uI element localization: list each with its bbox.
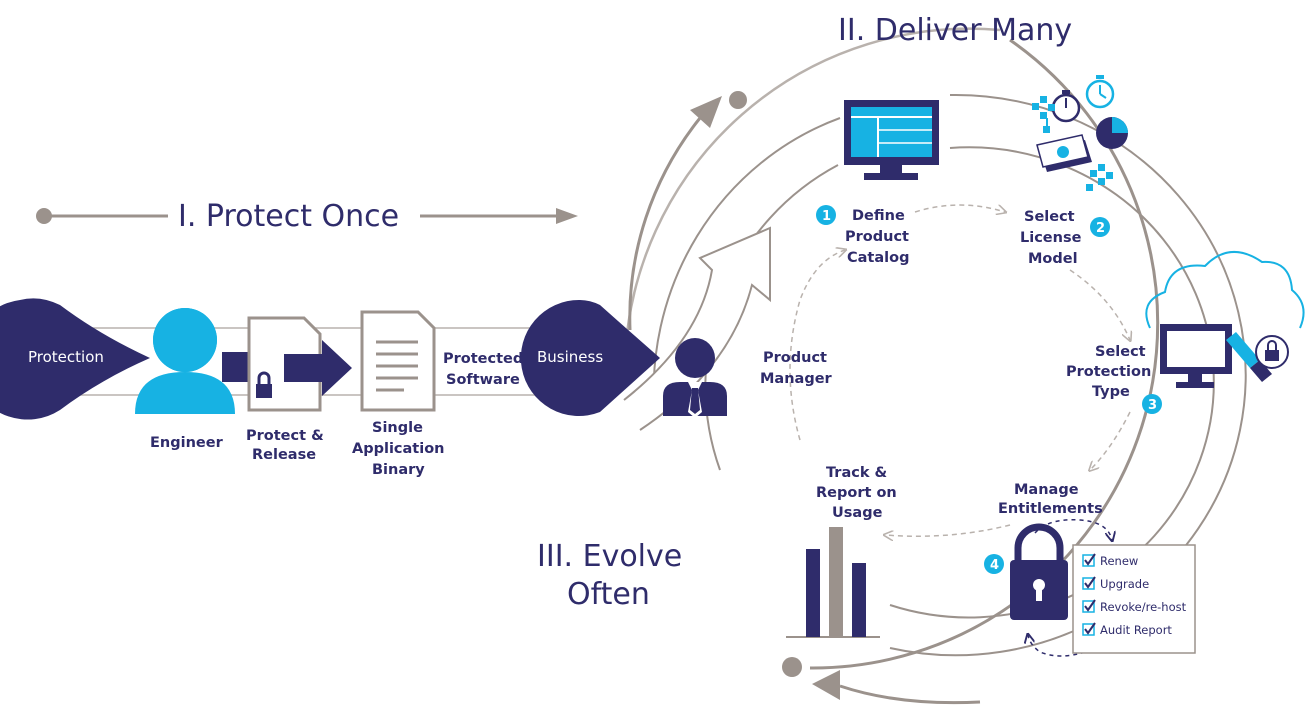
bar-chart-icon [786,527,880,638]
timer-icon [1051,90,1081,123]
dashed-arrow-4-track [885,524,1011,536]
flow-block [222,352,250,382]
step-3-number: 3 [1148,398,1157,413]
step-1-badge [816,205,836,225]
dashed-arrow-2-3 [1069,269,1130,340]
step-3-label-1: Select [1095,344,1146,360]
track-label-2: Report on [816,485,897,501]
outer-ring-left [623,27,1001,361]
checklist-label-revoke: Revoke/re-host [1100,600,1187,614]
product-manager-label-2: Manager [760,371,833,387]
step-2-number: 2 [1096,221,1105,236]
left-flow: Protection Engineer Protect & Release Si… [0,298,727,478]
step-4-label-2: Entitlements [998,501,1103,517]
step-2-label-3: Model [1028,251,1078,267]
check-icon [1082,554,1095,567]
step-2-label-2: License [1020,230,1082,246]
step-3-badge [1142,394,1162,414]
lock-badge-icon [1255,335,1289,369]
deliver-many-title: II. Deliver Many [838,13,1072,48]
monitor-icon [844,100,939,180]
step-1-label-1: Define [852,208,905,224]
dashed-arrow-3-4 [1090,411,1131,470]
connector-icon-1 [1032,96,1055,133]
checklist-item-audit: Audit Report [1082,622,1172,637]
padlock-icon [1010,523,1068,620]
checklist-label-upgrade: Upgrade [1100,577,1149,591]
protect-once-row: I. Protect Once [36,199,578,234]
step-2-label-1: Select [1024,209,1075,225]
check-icon [1082,577,1095,590]
top-arc [628,117,702,331]
binary-label-3: Binary [372,462,425,478]
engineer-label: Engineer [150,435,224,451]
binary-label-1: Single [372,420,423,436]
product-manager-label-1: Product [763,350,827,366]
dashed-arrow-manager [789,250,845,441]
protect-release-label-1: Protect & [246,428,324,444]
protected-software-label-1: Protected [443,351,523,367]
top-arc-arrowhead [690,96,722,128]
step-4-number: 4 [990,558,999,573]
step-2-badge [1090,217,1110,237]
outer-ring-dot [782,657,802,677]
business-shape [520,299,660,416]
step-4-badge [984,554,1004,574]
checklist-item-upgrade: Upgrade [1082,576,1149,591]
evolve-often-title-2: Often [567,577,650,612]
step-1-number: 1 [822,209,831,224]
checklist-label-audit: Audit Report [1100,623,1172,637]
step-1-label-2: Product [845,229,909,245]
protection-label: Protection [28,348,104,366]
step-3-label-3: Type [1092,384,1130,400]
outer-ring-arrowhead [812,670,840,700]
track-label-1: Track & [826,465,888,481]
protection-shape [0,298,150,420]
entitlements-checklist: Renew Upgrade Revoke/re-host Audit Repor… [1072,544,1196,654]
cycle-rings [623,27,1247,705]
business-label: Business [537,348,603,366]
usb-key-icon [1226,332,1272,382]
track-label-3: Usage [832,505,883,521]
money-icon [1036,134,1092,172]
text-document-icon [360,310,436,412]
stopwatch-icon [1085,75,1115,109]
dashed-arrow-1-2 [914,204,1005,212]
step-1-label-3: Catalog [847,250,909,266]
engineer-person-icon [135,308,235,414]
check-icon [1082,600,1095,613]
checklist-item-revoke: Revoke/re-host [1082,599,1187,614]
cloud-monitor-icon [1145,250,1305,388]
check-icon [1082,623,1095,636]
protected-software-label-2: Software [446,372,520,388]
connector-icon-2 [1086,164,1113,191]
checklist-item-renew: Renew [1082,553,1138,568]
step-4-label-1: Manage [1014,482,1079,498]
ring-2-left [652,117,841,421]
top-arc-dot [729,91,747,109]
step-3-label-2: Protection [1066,364,1151,380]
protect-release-label-2: Release [252,447,316,463]
protect-release-arrow [284,340,352,396]
outer-ring-tail [839,684,981,705]
checklist-label-renew: Renew [1100,554,1138,568]
protect-arrowhead [556,208,578,224]
evolve-often-title-1: III. Evolve [537,539,682,574]
binary-label-2: Application [352,441,445,457]
protect-once-title: I. Protect Once [178,199,399,234]
pie-chart-icon [1096,117,1128,149]
manager-person-icon [663,338,727,418]
padlock-dashed-arrow-top [1034,519,1112,540]
